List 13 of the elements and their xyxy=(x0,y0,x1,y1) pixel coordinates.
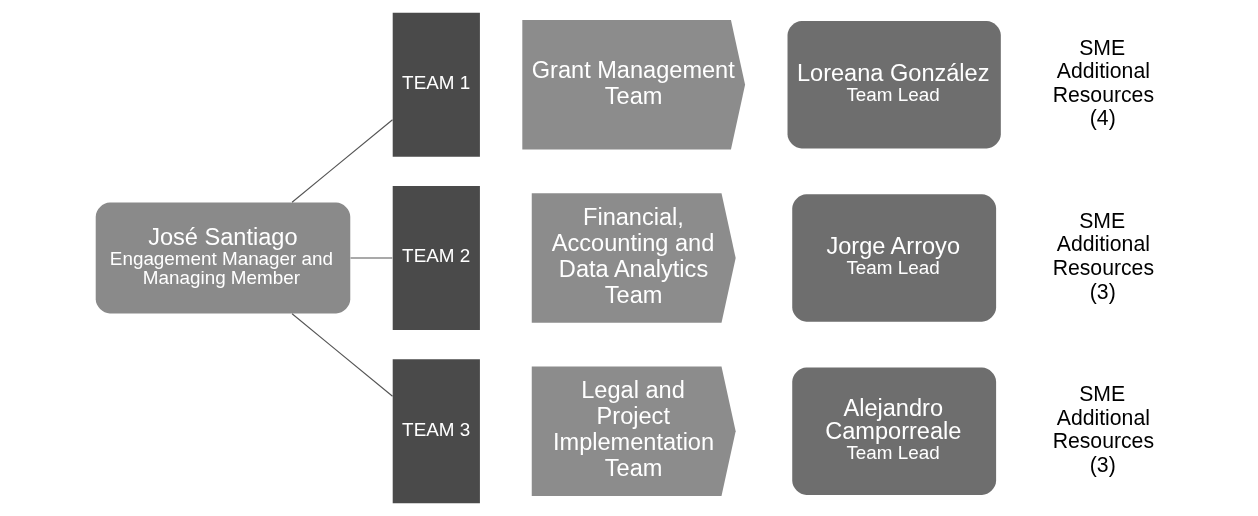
node-box: José Santiago Engagement Manager and Managing Member xyxy=(95,202,351,314)
node-box: Jorge Arroyo Team Lead xyxy=(792,194,997,322)
node-box: TEAM 3 xyxy=(392,359,480,504)
connector xyxy=(291,313,394,397)
node-label: SME Additional Resources (3) xyxy=(1052,208,1155,303)
connector xyxy=(291,119,394,203)
node-label: SME Additional Resources (4) xyxy=(1052,35,1155,130)
connector xyxy=(349,257,393,259)
node-box: TEAM 1 xyxy=(392,12,480,157)
node-label: SME Additional Resources (3) xyxy=(1052,382,1155,476)
node-box: Alejandro Camporreale Team Lead xyxy=(792,367,997,495)
node-box: TEAM 2 xyxy=(392,186,480,330)
node-box: Loreana González Team Lead xyxy=(787,21,1001,149)
